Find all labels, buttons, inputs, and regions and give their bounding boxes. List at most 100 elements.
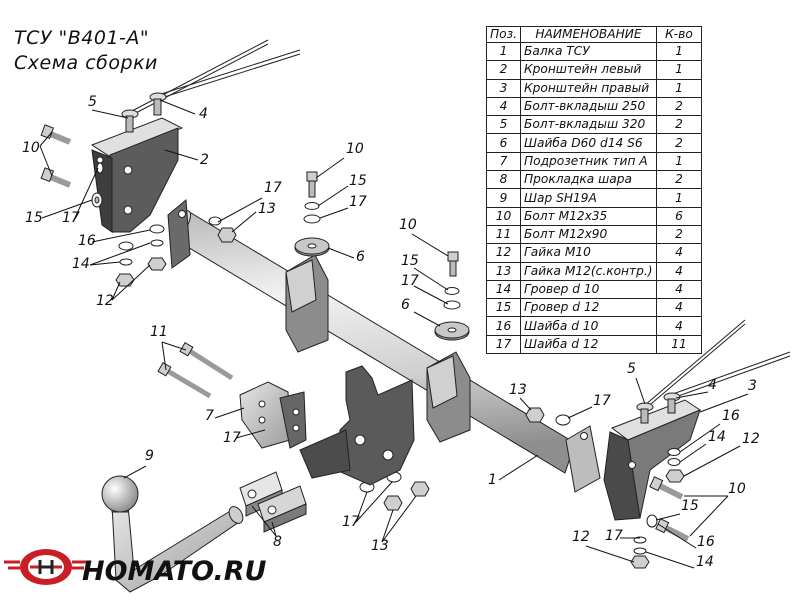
callout-label: 10 [728,481,746,497]
callout-label: 12 [96,293,114,309]
callout-label: 12 [742,431,760,447]
leader-line [645,551,695,569]
leader-line [161,341,187,351]
insert-bolts-right [636,319,791,424]
callout-label: 13 [371,538,389,554]
leader-line [91,229,151,243]
leader-line [355,481,393,523]
callout-label: 13 [509,382,527,398]
callout-label: 17 [349,194,367,210]
row-name: Болт-вкладыш 320 [519,115,657,135]
beam-part-1 [167,198,601,493]
leader-line [699,393,749,413]
row-name: Кронштейн правый [519,78,657,98]
row-name: Гайка М10 [519,243,657,263]
callout-label: 1 [488,472,497,488]
callout-label: 15 [401,253,419,269]
callout-label: 12 [572,529,590,545]
leader-line [683,445,741,477]
leader-line [271,521,277,537]
leader-line [413,267,449,291]
row-name: Прокладка шара [519,170,657,190]
leader-lines [39,99,749,569]
callout-label: 3 [748,378,757,394]
leader-line [657,523,697,549]
callout-label: 17 [264,180,282,196]
leader-line [111,281,121,301]
row-name: Шайба d 10 [519,316,657,336]
callout-label: 5 [88,94,97,110]
leader-line [498,454,539,481]
callout-label: 7 [205,408,214,424]
callout-label: 6 [401,297,410,313]
callout-label: 10 [346,141,364,157]
row-pos: 17 [486,334,521,355]
leader-line [585,545,635,563]
callout-label: 6 [356,249,365,265]
leader-line [413,311,441,327]
callout-label: 15 [681,498,699,514]
logo-wordmark: HOMATO.RU [82,556,267,587]
leader-line [675,391,709,399]
callout-label: 5 [627,361,636,377]
leader-line [123,465,147,479]
leader-line [567,406,593,419]
leader-line [41,199,93,219]
leader-line [91,109,129,119]
insert-bolts-left [121,39,301,133]
row-name: Гровер d 12 [519,298,657,318]
leader-line [159,99,196,115]
leader-line [39,131,53,147]
leader-line [315,157,345,179]
callout-label: 17 [223,430,241,446]
callout-label: 17 [593,393,611,409]
leader-line [73,167,99,221]
diagram-subtitle: Схема сборки [14,52,158,74]
socket-plate-part-7 [239,381,307,449]
callout-label: 16 [722,408,740,424]
leader-line [679,423,721,453]
leader-line [231,211,257,233]
leader-line [235,429,266,439]
callout-label: 4 [708,377,717,393]
callout-label: 14 [708,429,726,445]
row-name: Кронштейн левый [519,60,657,80]
leader-line [381,509,394,543]
row-name: Подрозетник тип А [519,151,657,172]
leader-line [689,495,729,537]
row-pos: 12 [486,243,521,263]
row-name: Шайба D60 d14 S6 [519,133,657,153]
callout-label: 15 [349,173,367,189]
leader-line [39,145,53,177]
leader-line [164,149,199,161]
callout-label: 14 [72,256,90,272]
homato-logo: HOMATO.RU [4,549,267,587]
callout-label: 8 [273,534,282,550]
leader-line [317,185,349,207]
callout-label: 11 [150,324,168,340]
callout-label: 16 [78,233,96,249]
leader-line [319,207,349,219]
ball-mount-tongue [299,365,415,486]
bracket-right-part-3 [603,399,702,521]
leader-line [217,197,263,223]
callout-label: 17 [62,210,80,226]
leader-line [251,505,277,537]
diagram-title: ТСУ "В401-А" [14,27,150,49]
leader-line [413,285,449,305]
leader-line [161,341,167,371]
callout-label: 4 [199,106,208,122]
callout-label: 2 [200,152,209,168]
